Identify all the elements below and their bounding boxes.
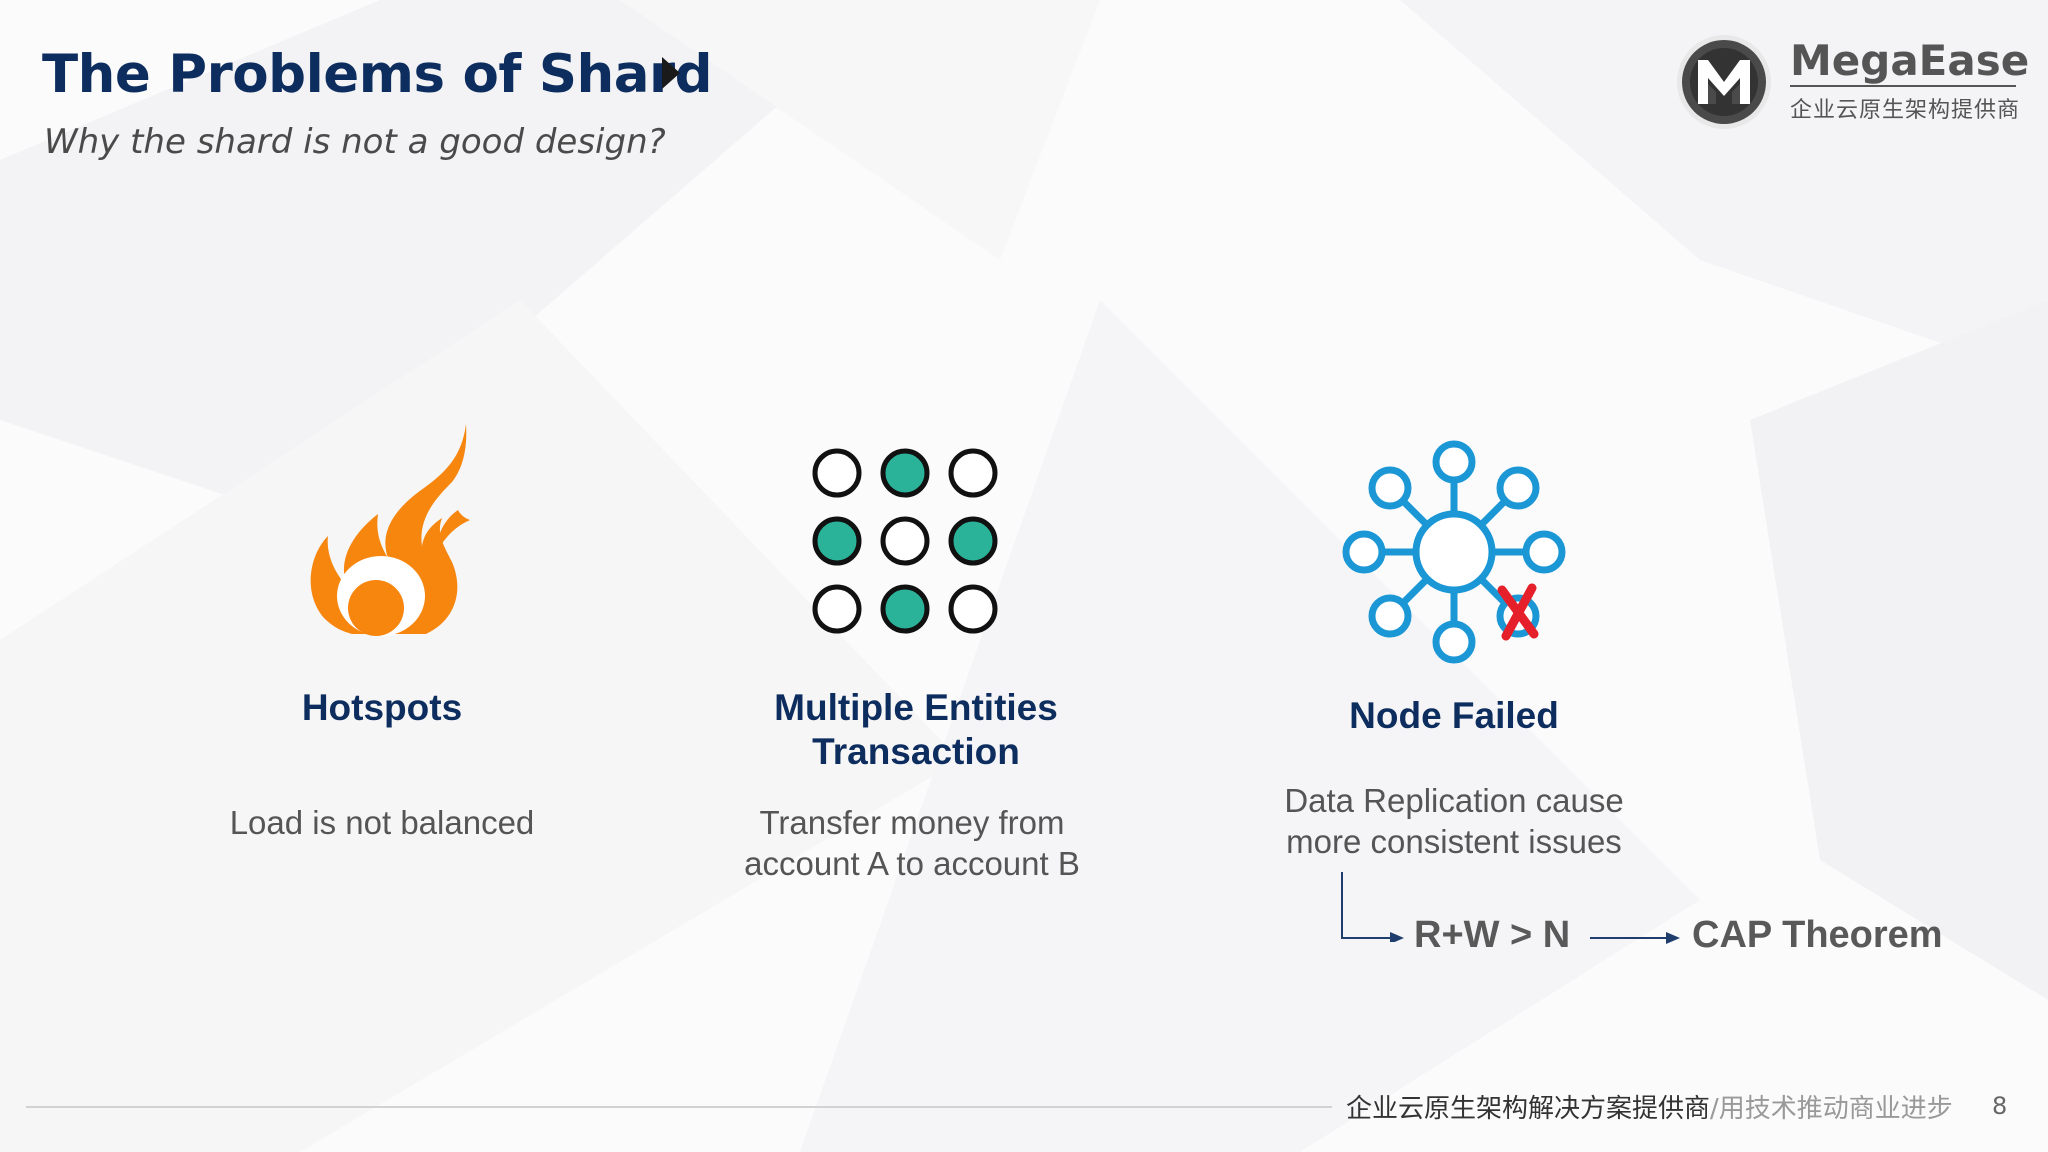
page-number: 8 <box>1992 1092 2008 1120</box>
desc-hotspots: Load is not balanced <box>162 802 602 843</box>
brand-divider <box>1790 85 2016 87</box>
footer-separator: / <box>1710 1094 1719 1124</box>
brand-name: MegaEase <box>1790 36 2030 85</box>
desc-line: account A to account B <box>744 845 1080 882</box>
network-node-failed-icon <box>1342 440 1566 664</box>
fail-x-mark <box>1497 583 1539 641</box>
formula-rwn: R+W > N <box>1414 914 1571 956</box>
heading-node-failed: Node Failed <box>1254 694 1654 738</box>
flow-arrow-elbow <box>1341 872 1404 942</box>
desc-multiple-entities: Transfer money from account A to account… <box>692 802 1132 884</box>
footer-slogan: 用技术推动商业进步 <box>1718 1094 1953 1124</box>
desc-line: more consistent issues <box>1286 823 1622 860</box>
desc-line: Load is not balanced <box>229 804 535 841</box>
heading-line: Multiple Entities <box>774 687 1058 728</box>
desc-line: Data Replication cause <box>1284 782 1624 819</box>
fire-icon <box>310 424 470 636</box>
dot-grid-icon <box>812 448 998 634</box>
cap-theorem: CAP Theorem <box>1692 914 1943 956</box>
heading-line: Node Failed <box>1349 695 1559 736</box>
footer-text: 企业云原生架构解决方案提供商/用技术推动商业进步 <box>1346 1088 1953 1125</box>
heading-line: Transaction <box>812 731 1020 772</box>
slide-subtitle: Why the shard is not a good design? <box>44 122 666 162</box>
flow-arrow-right <box>1590 932 1680 944</box>
brand-tagline: 企业云原生架构提供商 <box>1790 98 2021 123</box>
desc-line: Transfer money from <box>759 804 1065 841</box>
megaease-logo: MegaEase 企业云原生架构提供商 <box>1672 34 2029 130</box>
slide-title: The Problems of Shard <box>42 44 713 105</box>
megaease-m-icon <box>1677 35 1771 129</box>
caret-right-icon <box>662 57 680 89</box>
heading-multiple-entities: Multiple Entities Transaction <box>706 686 1126 774</box>
footer-main: 企业云原生架构解决方案提供商 <box>1346 1094 1711 1124</box>
footer-divider <box>26 1106 1332 1108</box>
desc-node-failed: Data Replication cause more consistent i… <box>1234 780 1674 862</box>
heading-hotspots: Hotspots <box>182 686 582 730</box>
heading-line: Hotspots <box>301 687 463 728</box>
